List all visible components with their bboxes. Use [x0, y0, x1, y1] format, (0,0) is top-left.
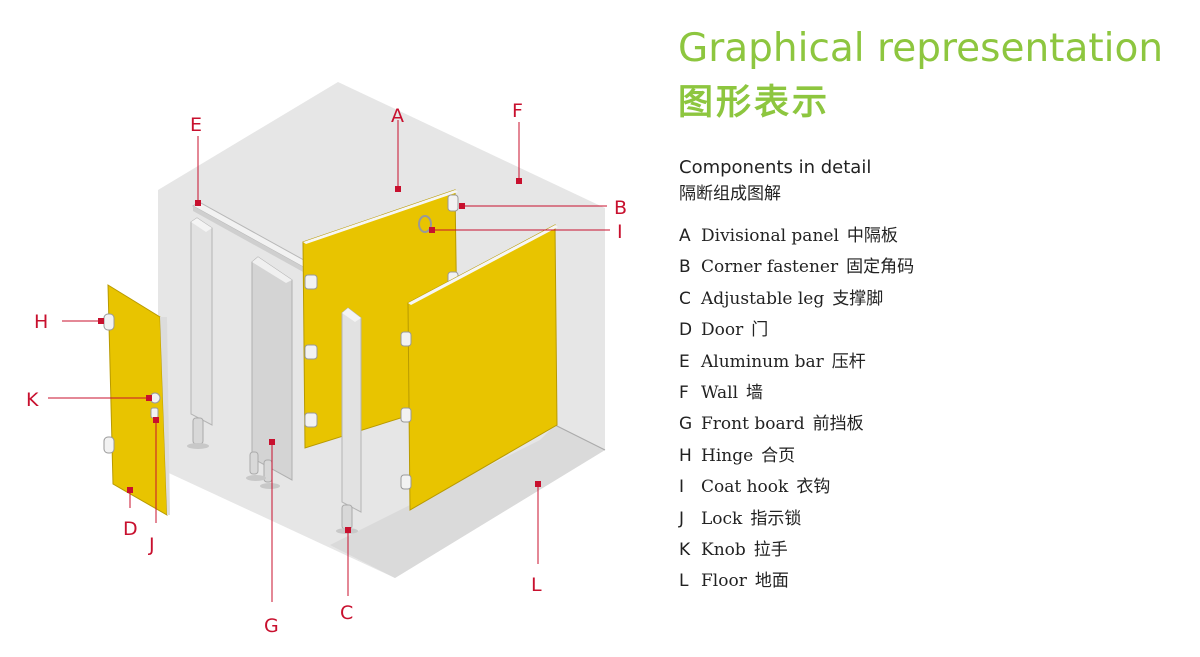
title-chinese: 图形表示	[678, 83, 831, 123]
callout-A: A	[391, 105, 404, 192]
component-item: E Aluminum bar 压杆	[679, 350, 914, 381]
component-name-english: Corner fastener	[701, 257, 839, 278]
callout-E: E	[190, 114, 202, 206]
component-item: G Front board 前挡板	[679, 412, 914, 443]
component-letter: G	[679, 414, 693, 435]
callout-I: I	[429, 221, 623, 243]
coat-hook-icon	[418, 215, 432, 233]
callout-B: B	[459, 197, 627, 219]
callouts: A B C D E F G H I J K L	[26, 100, 627, 637]
component-name-english: Door	[701, 320, 744, 341]
callout-G: G	[264, 439, 279, 637]
component-name-english: Hinge	[701, 445, 754, 466]
component-item: C Adjustable leg 支撑脚	[679, 287, 914, 318]
corner-fastener-icon	[304, 412, 318, 428]
component-item: H Hinge 合页	[679, 444, 914, 475]
component-name-chinese: 压杆	[831, 351, 866, 372]
door	[103, 284, 170, 516]
right-panel	[400, 224, 558, 511]
component-name-chinese: 固定角码	[846, 257, 915, 278]
callout-label-i: I	[617, 221, 623, 243]
component-item: D Door 门	[679, 318, 914, 349]
callout-label-e: E	[190, 114, 202, 136]
callout-label-d: D	[123, 518, 138, 540]
component-letter: L	[679, 571, 689, 592]
component-item: L Floor 地面	[679, 569, 914, 600]
callout-label-a: A	[391, 105, 404, 127]
callout-L: L	[531, 481, 542, 596]
component-name-chinese: 前挡板	[812, 414, 864, 435]
callout-F: F	[512, 100, 523, 184]
component-letter: B	[679, 257, 691, 278]
component-name-english: Coat hook	[701, 477, 789, 498]
title-english: Graphical representation	[678, 26, 1164, 71]
hinge-icon	[103, 313, 115, 331]
component-letter: H	[679, 445, 692, 466]
component-letter: E	[679, 351, 690, 372]
component-name-english: Knob	[701, 539, 746, 560]
component-letter: I	[679, 477, 685, 498]
component-name-english: Wall	[701, 382, 739, 403]
callout-label-f: F	[512, 100, 523, 122]
corner-fastener-icon	[304, 274, 318, 290]
subtitle-english: Components in detail	[679, 157, 872, 178]
component-name-english: Floor	[701, 571, 747, 592]
component-name-chinese: 中隔板	[846, 226, 898, 246]
component-name-chinese: 地面	[754, 571, 789, 592]
component-name-english: Adjustable leg	[701, 288, 825, 309]
corner-fastener-icon	[400, 407, 412, 423]
lock-icon	[150, 407, 159, 419]
component-item: B Corner fastener 固定角码	[679, 255, 914, 286]
component-name-chinese: 指示锁	[750, 508, 802, 529]
component-letter: D	[679, 320, 693, 341]
component-letter: F	[679, 382, 689, 403]
component-name-chinese: 支撑脚	[832, 288, 884, 309]
callout-label-b: B	[614, 197, 627, 219]
component-item: F Wall 墙	[679, 381, 914, 412]
component-name-chinese: 合页	[761, 445, 796, 466]
corner-fastener-icon	[304, 344, 318, 360]
component-item: K Knob 拉手	[679, 538, 914, 569]
component-item: J Lock 指示锁	[679, 507, 914, 538]
callout-label-k: K	[26, 389, 39, 411]
component-name-english: Aluminum bar	[701, 351, 824, 372]
callout-label-h: H	[34, 311, 48, 333]
callout-label-g: G	[264, 615, 279, 637]
callout-label-j: J	[148, 534, 155, 556]
component-name-chinese: 拉手	[753, 539, 788, 560]
component-name-chinese: 门	[751, 320, 769, 341]
component-name-chinese: 墙	[746, 382, 764, 403]
subtitle-chinese: 隔断组成图解	[679, 184, 781, 204]
callout-label-c: C	[340, 602, 353, 624]
component-list: A Divisional panel 中隔板 B Corner fastener 固定角码…	[679, 224, 914, 601]
callout-D: D	[123, 487, 138, 540]
callout-label-l: L	[531, 574, 542, 596]
component-letter: C	[679, 288, 691, 309]
left-pillar	[187, 217, 213, 449]
corner-fastener-icon	[400, 474, 412, 490]
component-letter: K	[679, 539, 691, 560]
corner-fastener-icon	[447, 194, 459, 212]
room-floor-edge	[330, 425, 605, 578]
callout-C: C	[340, 527, 353, 624]
component-letter: A	[679, 226, 691, 246]
component-name-english: Divisional panel	[701, 226, 839, 246]
hinge-icon	[103, 436, 115, 454]
callout-H: H	[34, 311, 104, 333]
component-item: A Divisional panel 中隔板	[679, 224, 914, 255]
component-name-chinese: 衣钩	[796, 477, 831, 498]
corner-fastener-icon	[400, 331, 412, 347]
callout-J: J	[148, 417, 159, 556]
callout-K: K	[26, 389, 152, 411]
front-board	[246, 256, 293, 489]
component-name-english: Lock	[701, 508, 743, 529]
component-item: I Coat hook 衣钩	[679, 475, 914, 506]
front-pillar	[336, 307, 362, 534]
component-letter: J	[679, 508, 685, 529]
component-name-english: Front board	[701, 414, 805, 435]
floor-line	[554, 424, 606, 451]
